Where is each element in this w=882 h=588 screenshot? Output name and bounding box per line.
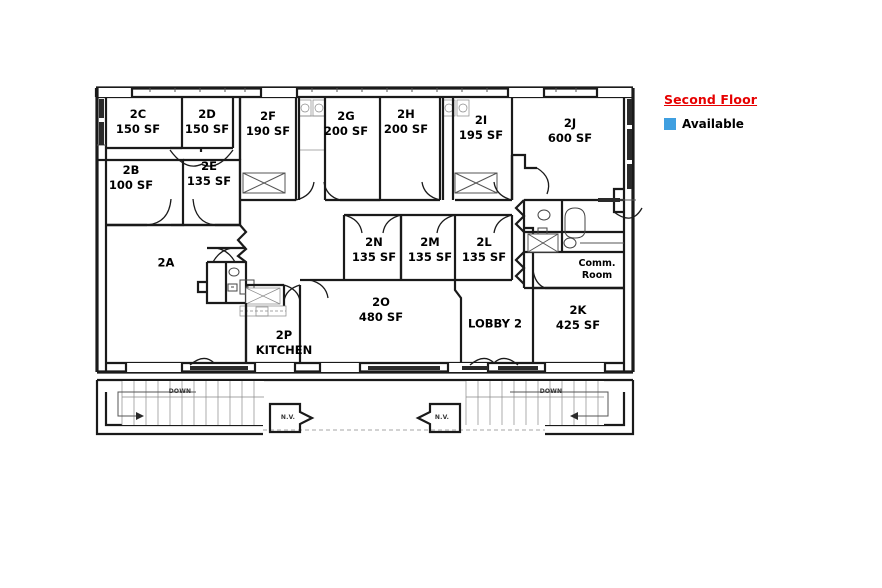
room-id: 2L bbox=[476, 235, 492, 250]
room-id: 2O bbox=[372, 295, 390, 310]
room-area: 135 SF bbox=[461, 250, 507, 264]
room-id: 2F bbox=[260, 109, 276, 124]
stair-left bbox=[117, 381, 264, 425]
legend-title: Second Floor bbox=[664, 92, 758, 107]
stair-right bbox=[465, 381, 609, 425]
legend-available-label: Available bbox=[682, 117, 744, 131]
nv-right bbox=[415, 402, 462, 434]
room-area: 135 SF bbox=[407, 250, 453, 264]
offices-top-row bbox=[97, 97, 550, 227]
annotation-n-v: N.V. bbox=[280, 414, 296, 422]
annotation-comm: Comm. bbox=[578, 257, 616, 269]
room-id: 2E bbox=[201, 159, 217, 174]
room-area: 135 SF bbox=[186, 174, 232, 188]
nv-left bbox=[268, 402, 315, 434]
stair-hall bbox=[95, 378, 635, 436]
room-id: 2I bbox=[474, 113, 488, 128]
room-id: 2J bbox=[563, 116, 577, 131]
room-area: 150 SF bbox=[184, 122, 230, 136]
room-id: 2K bbox=[569, 303, 587, 318]
room-area: 200 SF bbox=[323, 124, 369, 138]
annotation-room: Room bbox=[581, 269, 613, 281]
room-id: 2M bbox=[420, 235, 440, 250]
building-outer-walls bbox=[94, 86, 643, 374]
kitchen-restroom-cluster bbox=[196, 246, 302, 363]
room-area: 190 SF bbox=[245, 124, 291, 138]
annotation-down: DOWN bbox=[168, 388, 192, 396]
annotation-n-v: N.V. bbox=[434, 414, 450, 422]
room-area: KITCHEN bbox=[255, 343, 313, 357]
room-area: 480 SF bbox=[358, 310, 404, 324]
room-area: 600 SF bbox=[547, 131, 593, 145]
lobby-and-right-rooms bbox=[189, 198, 636, 366]
annotation-lobby-2: LOBBY 2 bbox=[468, 316, 522, 331]
room-id: 2G bbox=[337, 109, 355, 124]
annotation-down: DOWN bbox=[539, 388, 563, 396]
available-color-swatch bbox=[664, 118, 676, 130]
room-id: 2B bbox=[122, 163, 140, 178]
room-area: 150 SF bbox=[115, 122, 161, 136]
room-id: 2P bbox=[275, 328, 293, 343]
room-id: 2D bbox=[198, 107, 216, 122]
legend-available-row: Available bbox=[664, 117, 804, 131]
room-area: 135 SF bbox=[351, 250, 397, 264]
room-id: 2N bbox=[365, 235, 383, 250]
room-id: 2A bbox=[157, 255, 175, 270]
legend: Second Floor Available bbox=[664, 92, 804, 131]
room-area: 200 SF bbox=[383, 122, 429, 136]
room-area: 425 SF bbox=[555, 318, 601, 332]
offices-mid-row bbox=[300, 213, 514, 363]
room-area: 195 SF bbox=[458, 128, 504, 142]
room-area: 100 SF bbox=[108, 178, 154, 192]
room-id: 2H bbox=[397, 107, 415, 122]
room-id: 2C bbox=[129, 107, 147, 122]
room-label-2a: 2A bbox=[158, 256, 175, 271]
